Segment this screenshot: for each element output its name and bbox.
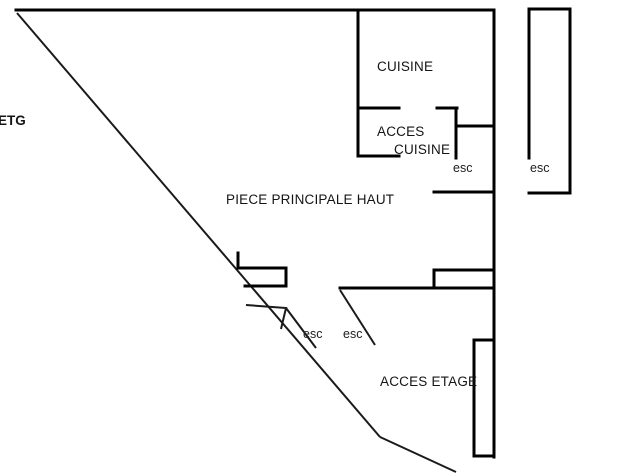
label-etg: ETG: [0, 113, 26, 128]
label-esc-centre-right: esc: [343, 327, 362, 341]
stair-flight-left-rail: [285, 307, 317, 349]
wall-exterior-diagonal: [16, 12, 381, 438]
label-acces-cuisine-line2: CUISINE: [394, 142, 450, 157]
wall-landing-step: [236, 251, 288, 288]
label-esc-centre-left: esc: [303, 327, 322, 341]
stair-flight-right-rail: [339, 289, 376, 346]
label-esc-right-shaft: esc: [530, 161, 549, 175]
label-acces-etage: ACCES ETAGE: [380, 374, 477, 389]
stair-flight-left-landing: [245, 304, 288, 330]
label-acces-cuisine-line1: ACCES: [377, 124, 425, 139]
wall-exterior-diagonal-lower: [379, 436, 457, 473]
label-cuisine: CUISINE: [377, 59, 433, 74]
wall-right-stair-shaft: [527, 7, 572, 195]
label-piece-principale-haut: PIECE PRINCIPALE HAUT: [226, 192, 394, 207]
label-esc-acces-cuisine: esc: [453, 161, 472, 175]
